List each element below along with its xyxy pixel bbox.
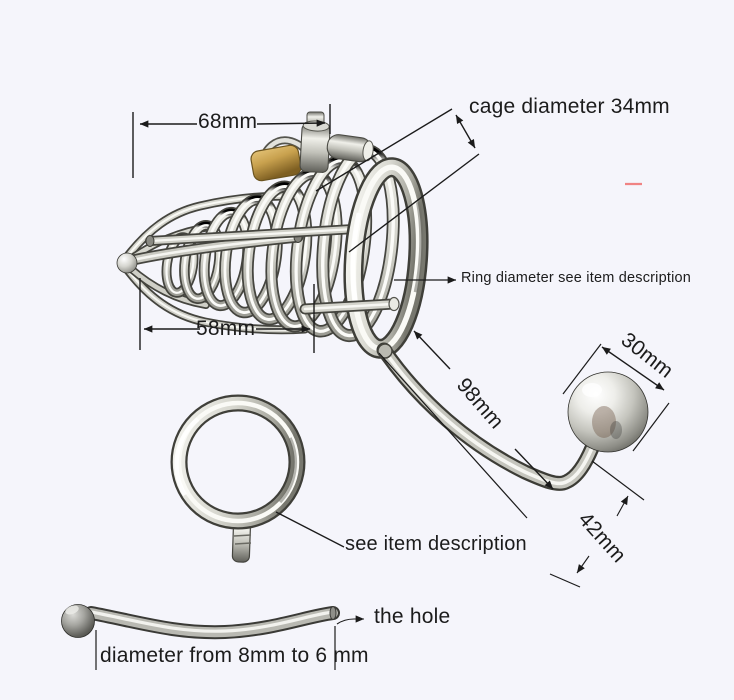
lock-assembly: [250, 111, 374, 182]
tube-tip-ball: [116, 252, 138, 274]
dim-58mm-label: 58mm: [196, 317, 256, 340]
urethral-rod: [61, 604, 340, 640]
cage-crossbar: [145, 224, 359, 247]
lock-barrel: [299, 120, 331, 173]
dim-58mm-lines: [139, 278, 315, 353]
dim-68mm-lines: [132, 104, 331, 178]
padlock-brass-body: [250, 136, 311, 182]
dim-42mm-lines: [549, 460, 645, 588]
dimension-lines: [95, 104, 670, 670]
cage-diameter-label: cage diameter 34mm: [469, 95, 670, 118]
rear-crossbar: [299, 296, 400, 315]
rod-diameter-label: diameter from 8mm to 6 mm: [100, 644, 369, 667]
ring-diameter-label: Ring diameter see item description: [461, 270, 692, 286]
anal-hook: [376, 342, 600, 491]
the-hole-label: the hole: [374, 605, 451, 628]
see-item-leader: [275, 511, 345, 548]
hook-ball: [567, 371, 649, 453]
spare-ring: [170, 394, 306, 563]
the-hole-arrow: [336, 615, 365, 625]
see-item-description-label: see item description: [345, 533, 527, 555]
dim-68mm-label: 68mm: [198, 110, 258, 133]
dim-rod-diameter-lines: [95, 626, 336, 670]
dim-98mm-lines: [378, 330, 554, 519]
dim-cage-diameter-lines: [315, 108, 480, 253]
dim-30mm-lines: [562, 343, 670, 452]
